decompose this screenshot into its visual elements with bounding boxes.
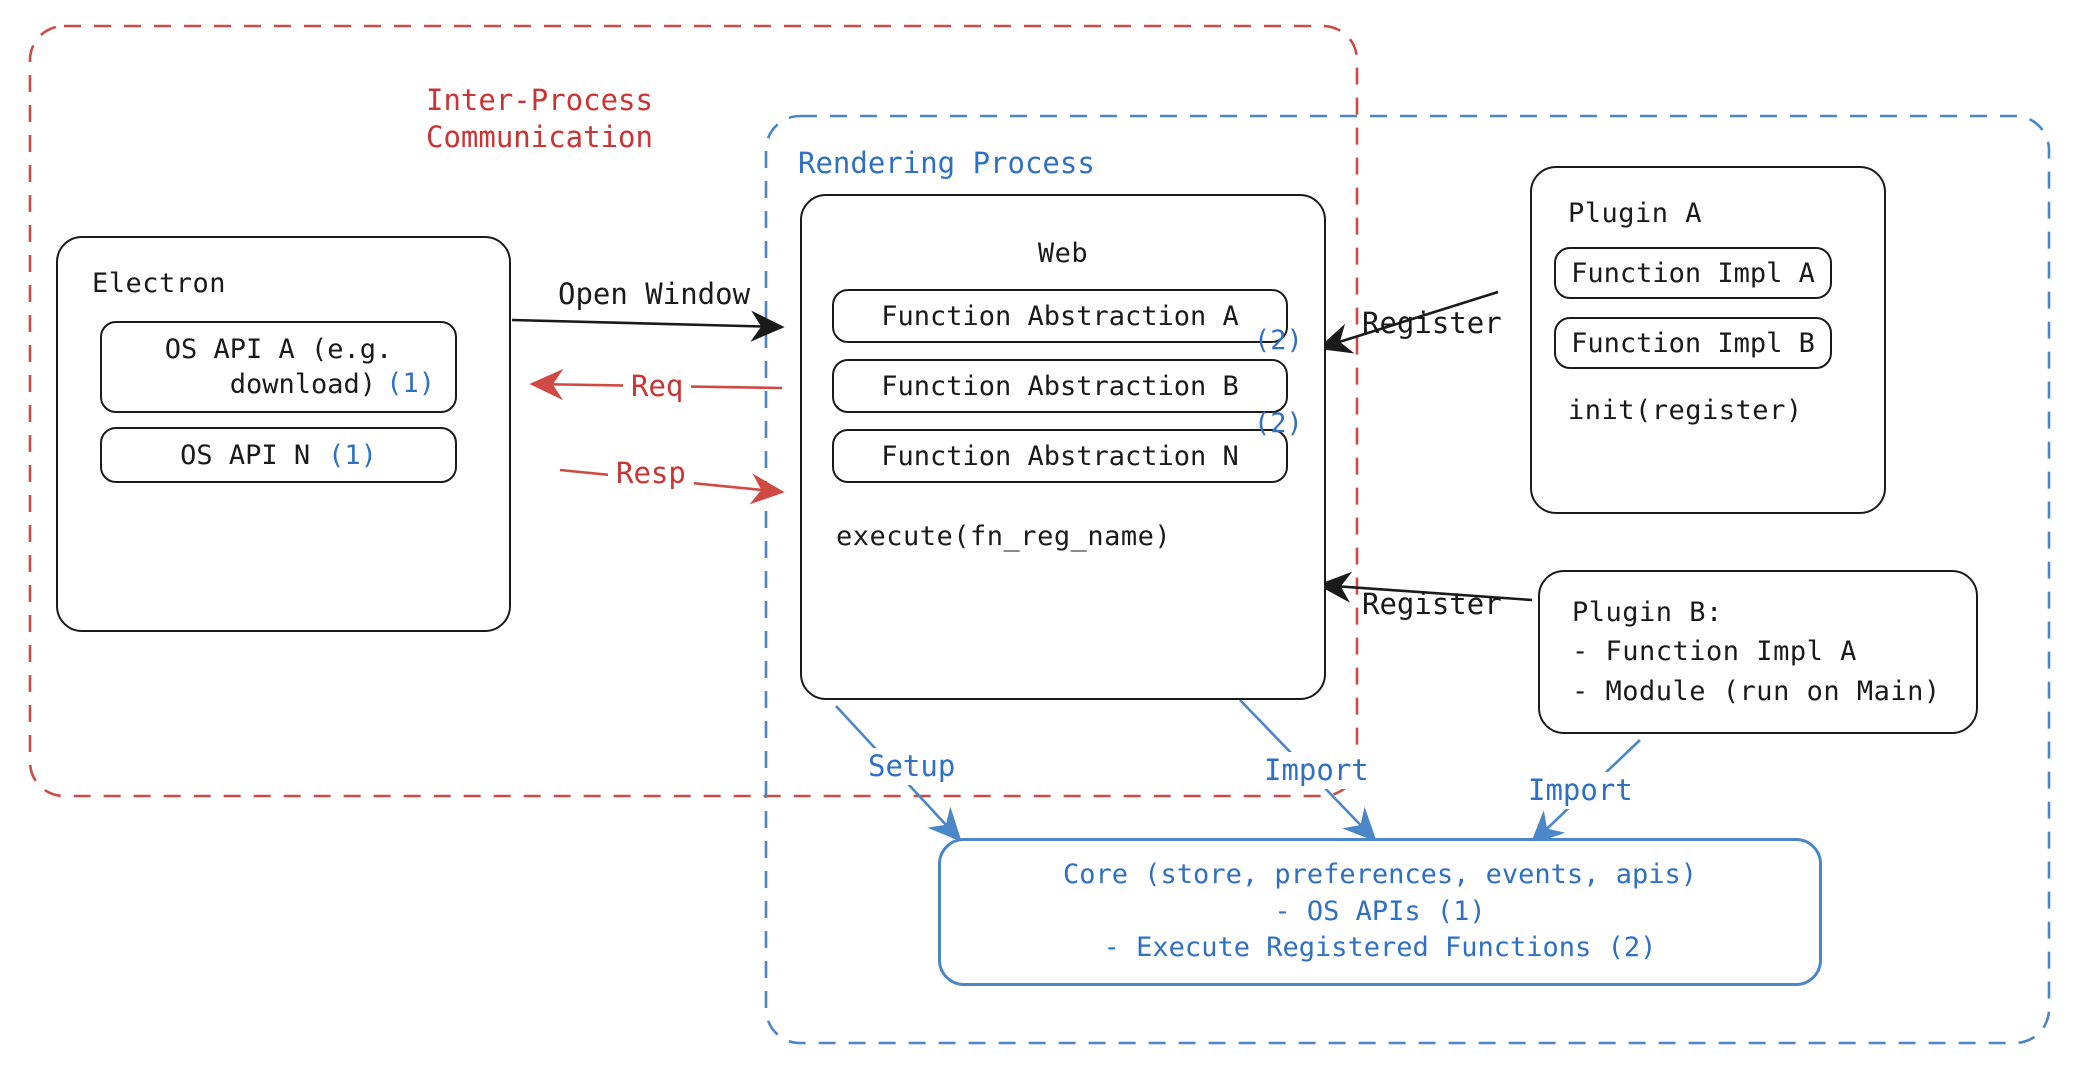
plugin-a-title: Plugin A: [1568, 198, 1703, 229]
edge-open-window-label: Open Window: [558, 277, 751, 311]
function-impl-b-label: Function Impl B: [1571, 327, 1815, 359]
edge-resp-label: Resp: [608, 455, 694, 493]
electron-title: Electron: [92, 268, 227, 299]
core-line-2: - OS APIs (1): [1274, 895, 1486, 927]
edge-open-window: [511, 310, 785, 342]
edge-register-top-label: Register: [1362, 306, 1502, 340]
function-impl-b-box[interactable]: Function Impl B: [1554, 317, 1832, 369]
core-line-3: - Execute Registered Functions (2): [1103, 932, 1657, 964]
plugin-b-line-2: - Module (run on Main): [1572, 675, 1941, 707]
edge-setup-label: Setup: [862, 748, 962, 786]
electron-box[interactable]: Electron OS API A (e.g. download) (1) OS…: [56, 236, 511, 632]
edge-register-bottom-label: Register: [1362, 587, 1502, 621]
os-api-a-box[interactable]: OS API A (e.g. download) (1): [100, 321, 457, 413]
function-impl-a-label: Function Impl A: [1571, 257, 1815, 289]
plugin-a-box[interactable]: Plugin A Function Impl A Function Impl B…: [1530, 166, 1886, 514]
os-api-n-label: OS API N: [180, 439, 311, 471]
web-box[interactable]: Web Function Abstraction A Function Abst…: [800, 194, 1326, 700]
os-api-n-marker: (1): [328, 439, 377, 471]
function-abstraction-n-label: Function Abstraction N: [881, 440, 1239, 472]
function-abstraction-b-marker: (2): [1254, 408, 1303, 439]
plugin-b-title: Plugin B:: [1572, 597, 1723, 629]
edge-req-label: Req: [623, 368, 692, 406]
function-abstraction-a-marker: (2): [1254, 325, 1303, 356]
plugin-a-init-label: init(register): [1568, 395, 1803, 426]
function-abstraction-n-box[interactable]: Function Abstraction N: [832, 429, 1288, 483]
rendering-process-label: Rendering Process: [798, 146, 1095, 180]
ipc-boundary-label: Inter-Process Communication: [426, 83, 653, 155]
function-abstraction-a-label: Function Abstraction A: [881, 300, 1239, 332]
edge-import-web-label: Import: [1258, 752, 1375, 790]
plugin-b-box[interactable]: Plugin B: - Function Impl A - Module (ru…: [1538, 570, 1978, 734]
function-abstraction-a-box[interactable]: Function Abstraction A: [832, 289, 1288, 343]
os-api-n-box[interactable]: OS API N (1): [100, 427, 457, 483]
core-box[interactable]: Core (store, preferences, events, apis) …: [938, 838, 1822, 986]
web-title: Web: [1037, 238, 1089, 269]
function-abstraction-b-label: Function Abstraction B: [881, 370, 1239, 402]
edge-import-plugin-b-label: Import: [1522, 772, 1639, 810]
os-api-a-label: OS API A (e.g. download): [164, 333, 393, 400]
plugin-b-line-1: - Function Impl A: [1572, 636, 1857, 668]
web-execute-label: execute(fn_reg_name): [836, 521, 1172, 552]
function-abstraction-b-box[interactable]: Function Abstraction B: [832, 359, 1288, 413]
core-line-1: Core (store, preferences, events, apis): [1063, 859, 1697, 891]
function-impl-a-box[interactable]: Function Impl A: [1554, 247, 1832, 299]
os-api-a-marker: (1): [386, 368, 435, 399]
